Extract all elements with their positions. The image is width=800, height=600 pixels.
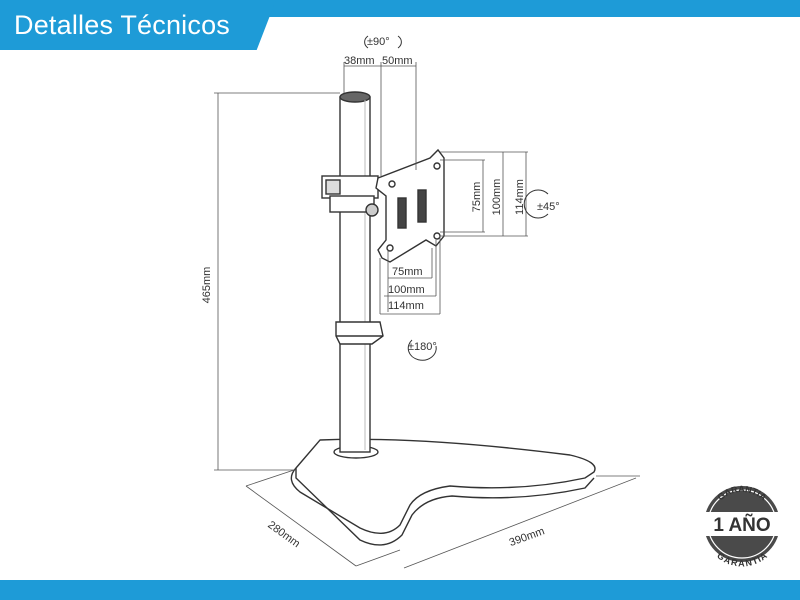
tilt-label: ±90° — [367, 36, 390, 48]
dimension-lines — [214, 62, 640, 569]
height-label: 465mm — [201, 267, 213, 304]
pole-offset-38-label: 38mm — [344, 55, 375, 67]
stand-base — [290, 438, 596, 546]
badge-center-text: 1 AÑO — [713, 514, 770, 536]
vesa-horizontal-100-label: 100mm — [388, 284, 425, 296]
rotation-45-label: ±45° — [537, 201, 560, 213]
swivel-180-label: ±180° — [408, 341, 437, 353]
stand-pole — [339, 91, 371, 453]
vesa-vertical-114-label: 114mm — [514, 179, 526, 215]
warranty-badge: GARANTIA 1 AÑO GARANTIA — [702, 484, 782, 568]
cable-clip — [335, 321, 384, 345]
vesa-plate — [375, 148, 445, 263]
base-depth-label: 280mm — [265, 519, 302, 550]
base-width-label: 390mm — [508, 525, 547, 549]
vesa-horizontal-75-label: 75mm — [392, 266, 423, 278]
rotation-arrows — [364, 35, 549, 361]
vesa-vertical-75-label: 75mm — [471, 182, 483, 213]
pole-offset-50-label: 50mm — [382, 55, 413, 67]
bottom-accent-bar — [0, 580, 800, 600]
title-banner: Detalles Técnicos — [0, 0, 276, 50]
vesa-vertical-100-label: 100mm — [491, 179, 503, 216]
page-title: Detalles Técnicos — [14, 10, 230, 40]
vesa-horizontal-114-label: 114mm — [388, 300, 424, 312]
pole-clamp — [321, 175, 379, 217]
